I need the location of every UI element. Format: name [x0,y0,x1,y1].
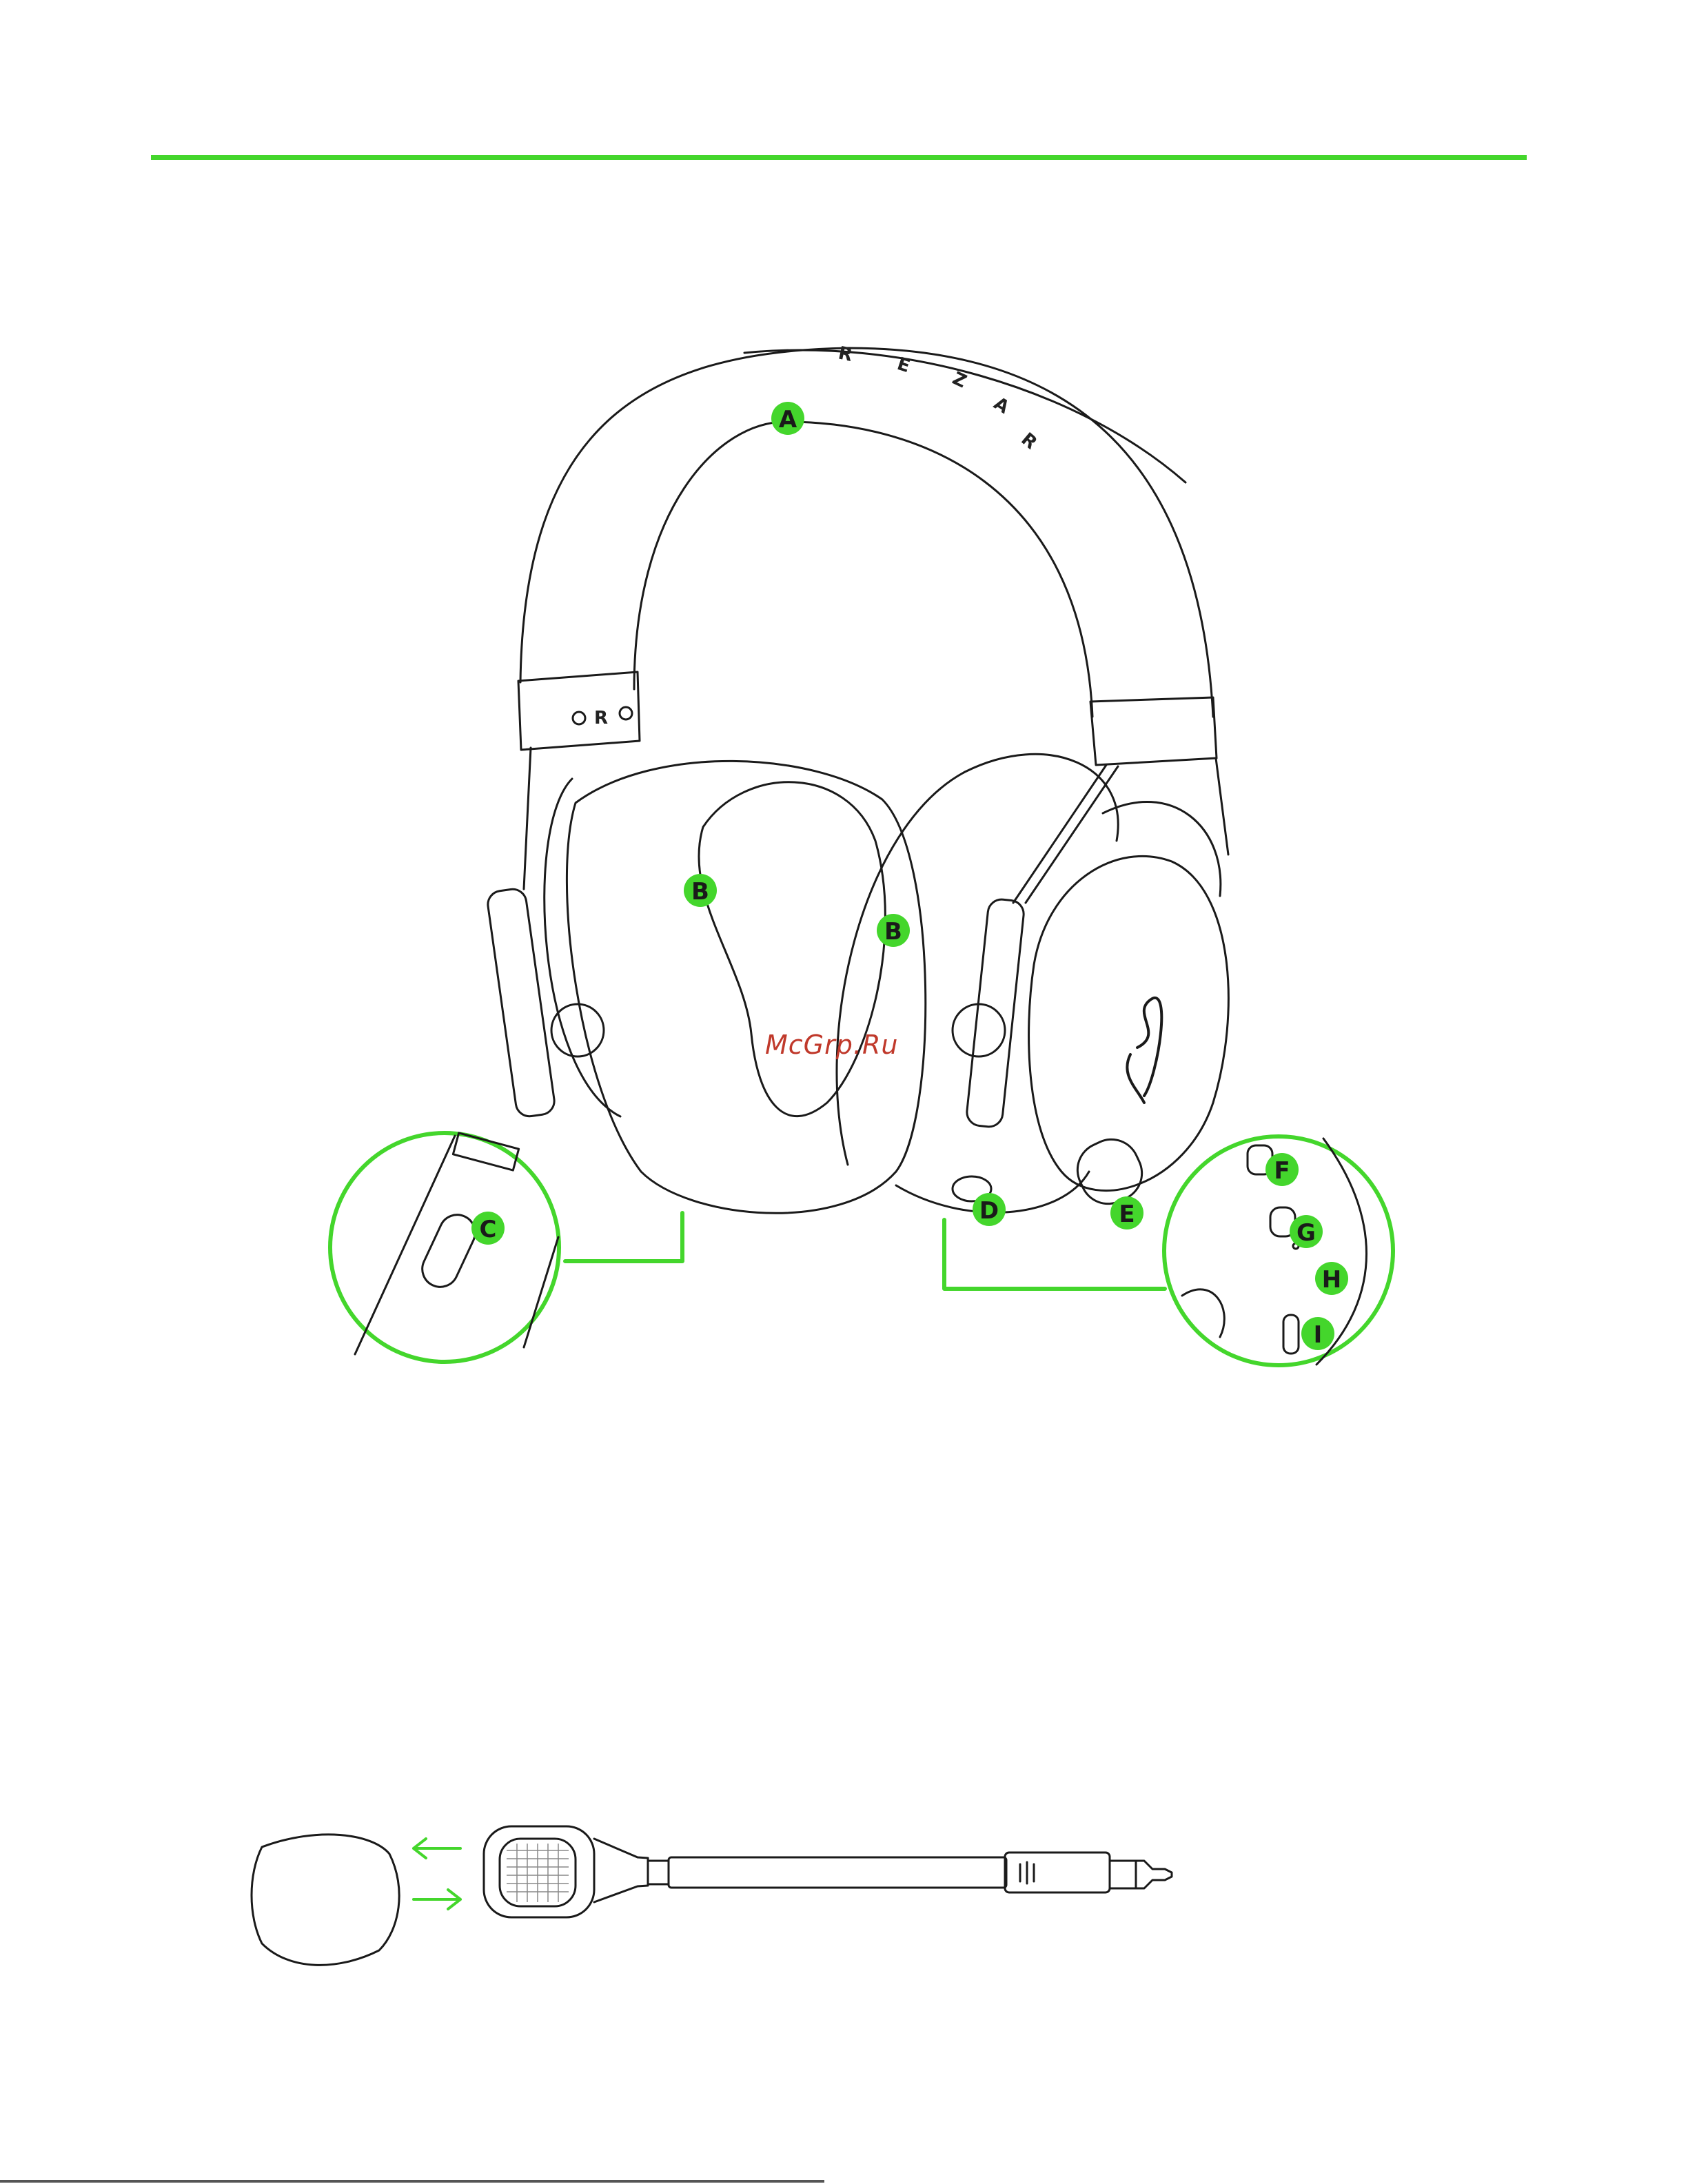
callout-b-right: B [877,914,910,947]
callout-f: F [1265,1153,1299,1186]
arrow-right-icon [414,1890,460,1909]
svg-text:Z: Z [949,368,970,392]
callout-g: G [1290,1215,1323,1248]
mic-mesh [507,1844,569,1902]
callout-b-left: B [684,874,717,907]
headband [520,348,1213,717]
microphone [252,1826,1172,1965]
svg-text:A: A [990,393,1013,418]
svg-text:R: R [594,708,608,728]
svg-text:R: R [1017,429,1041,453]
foam-windscreen [252,1835,399,1965]
svg-text:F: F [1274,1157,1290,1185]
footer-line [0,2180,824,2183]
callout-a: A [771,402,804,435]
svg-text:G: G [1296,1219,1316,1247]
svg-text:B: B [691,878,709,906]
right-earcup [837,754,1228,1212]
right-leader-line [944,1220,1165,1289]
callout-d: D [973,1193,1006,1226]
svg-text:C: C [480,1216,497,1243]
left-leader-line [565,1213,682,1261]
svg-text:B: B [884,918,902,946]
callout-h: H [1315,1262,1348,1295]
svg-text:E: E [1119,1201,1135,1228]
right-yoke [1013,697,1228,903]
inset-left [330,1133,559,1362]
svg-text:A: A [779,406,797,433]
watermark: McGrp.Ru [765,1030,898,1060]
headband-lettering: R E Z A R R [594,343,1041,728]
left-yoke [518,672,640,889]
svg-text:R: R [837,343,855,367]
razer-logo-icon [1127,998,1161,1103]
arrow-left-icon [414,1839,460,1858]
callouts: A B B C D E F G H I [471,402,1348,1350]
callout-c: C [471,1212,505,1245]
svg-text:I: I [1314,1321,1323,1349]
left-earcup [486,761,925,1213]
callout-i: I [1301,1317,1334,1350]
svg-text:D: D [979,1197,999,1225]
callout-e: E [1110,1196,1143,1229]
svg-text:H: H [1322,1266,1341,1294]
mic-boom [669,1857,1006,1888]
